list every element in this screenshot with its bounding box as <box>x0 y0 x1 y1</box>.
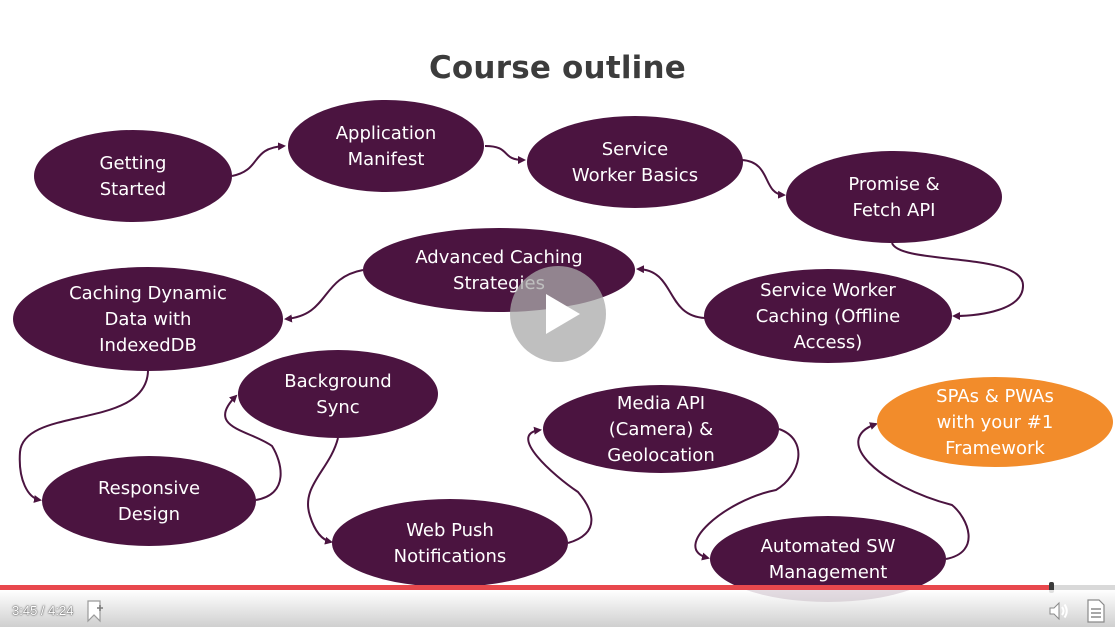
node-ellipse <box>877 377 1113 467</box>
outline-node-promise-fetch-api: Promise & Fetch API <box>786 151 1002 243</box>
node-label-line: Access) <box>794 332 863 353</box>
node-label-line: Getting <box>100 153 167 174</box>
node-label-line: Caching Dynamic <box>69 283 227 304</box>
node-label-line: Fetch API <box>852 200 935 221</box>
node-label-line: Application <box>336 123 437 144</box>
connector-arrow <box>18 370 149 503</box>
node-label-line: with your #1 <box>937 412 1054 433</box>
node-ellipse <box>288 100 484 192</box>
node-ellipse <box>34 130 232 222</box>
connector-arrow <box>636 265 706 319</box>
connector-arrow <box>231 142 286 177</box>
node-ellipse <box>704 269 952 363</box>
connector-arrow <box>527 426 593 544</box>
node-label-line: Management <box>769 562 888 583</box>
connector-arrow <box>741 159 786 199</box>
node-ellipse <box>543 385 779 473</box>
play-icon <box>546 294 580 334</box>
connector-arrow <box>857 422 970 560</box>
connector-arrow <box>284 269 364 323</box>
node-label-line: Data with <box>105 309 192 330</box>
slide-title: Course outline <box>428 50 686 86</box>
connector-arrow <box>694 428 800 561</box>
node-label-line: (Camera) & <box>609 419 713 440</box>
node-label-line: Caching (Offline <box>756 306 901 327</box>
node-ellipse <box>527 116 743 208</box>
node-label-line: SPAs & PWAs <box>936 386 1054 407</box>
progress-fill <box>0 585 1052 590</box>
play-button[interactable] <box>510 266 606 362</box>
node-label-line: Manifest <box>348 149 425 170</box>
connector-arrow <box>307 437 339 545</box>
node-ellipse <box>786 151 1002 243</box>
bookmark-add-icon[interactable] <box>85 599 107 623</box>
node-ellipse <box>710 516 946 602</box>
node-label-line: Sync <box>316 397 359 418</box>
node-label-line: Geolocation <box>607 445 714 466</box>
node-label-line: Service Worker <box>760 280 896 301</box>
node-label-line: Promise & <box>848 174 939 195</box>
node-label-line: Responsive <box>98 478 200 499</box>
node-label-line: Advanced Caching <box>415 247 582 268</box>
node-label-line: Started <box>100 179 166 200</box>
node-label-line: Framework <box>945 438 1045 459</box>
control-bar: 3:45 / 4:24 <box>0 590 1115 627</box>
node-ellipse <box>332 499 568 587</box>
time-readout: 3:45 / 4:24 <box>12 603 74 618</box>
outline-node-media-api: Media API (Camera) & Geolocation <box>543 385 779 473</box>
connector-arrow <box>891 242 1025 320</box>
outline-node-automated-sw-management: Automated SW Management <box>710 516 946 602</box>
outline-node-spas-pwas: SPAs & PWAs with your #1 Framework <box>877 377 1113 467</box>
player-controls: 3:45 / 4:24 <box>0 582 1115 627</box>
node-label-line: Web Push <box>406 520 494 541</box>
node-label-line: Worker Basics <box>572 165 698 186</box>
progress-handle[interactable] <box>1049 582 1055 593</box>
connector-arrow <box>224 394 282 501</box>
progress-bar[interactable] <box>0 582 1115 593</box>
transcript-icon[interactable] <box>1087 599 1105 623</box>
node-label-line: Background <box>284 371 391 392</box>
volume-icon[interactable] <box>1048 600 1070 622</box>
node-label-line: Notifications <box>394 546 507 567</box>
connector-arrow <box>484 145 526 164</box>
node-ellipse <box>13 267 283 371</box>
node-label-line: Automated SW <box>761 536 896 557</box>
node-ellipse <box>238 350 438 438</box>
node-label-line: IndexedDB <box>99 335 197 356</box>
node-ellipse <box>42 456 256 546</box>
node-label-line: Media API <box>617 393 705 414</box>
node-label-line: Service <box>602 139 669 160</box>
node-label-line: Design <box>118 504 180 525</box>
